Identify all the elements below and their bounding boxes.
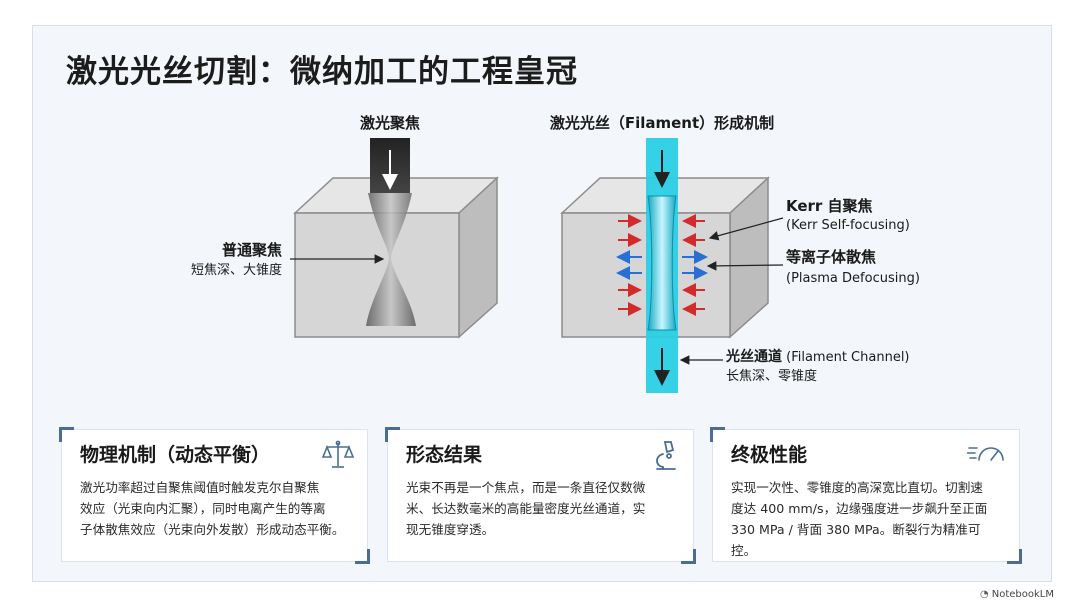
focus-hourglass: [366, 193, 416, 326]
kerr-title: Kerr 自聚焦: [786, 197, 873, 215]
kerr-leader: [708, 217, 784, 241]
card-morphology: 形态结果 光束不再是一个焦点，而是一条直径仅数微 米、长达数毫米的高能量密度光丝…: [385, 427, 696, 564]
card-mechanism: 物理机制（动态平衡） 激光功率超过自聚焦阈值时触发克尔自聚焦 效应（光束向内汇聚…: [59, 427, 370, 564]
card-line: 子体散焦效应（光束向外发散）形成动态平衡。: [80, 522, 345, 537]
channel-subtitle: 长焦深、零锥度: [726, 368, 817, 384]
card-line: 现无锥度穿透。: [406, 522, 495, 537]
channel-title-cn: 光丝通道: [725, 348, 782, 365]
card-title: 物理机制（动态平衡）: [80, 444, 271, 466]
card-line: 效应（光束向内汇聚），同时电离产生的等离: [80, 501, 326, 516]
corner-bracket: [355, 549, 370, 564]
microscope-icon: [656, 441, 676, 470]
channel-title-en: (Filament Channel): [782, 350, 910, 365]
corner-bracket: [59, 427, 74, 442]
card-line: 330 MPa / 背面 380 MPa。断裂行为精准可控。: [731, 522, 981, 558]
channel-title: 光丝通道 (Filament Channel): [725, 348, 910, 365]
balance-scale-icon: [321, 440, 355, 468]
card-performance: 终极性能 实现一次性、零锥度的高深宽比直切。切割速 度达 400 mm/s，边缘…: [710, 427, 1022, 564]
card-line: 激光功率超过自聚焦阈值时触发克尔自聚焦: [80, 480, 320, 495]
card-body: 实现一次性、零锥度的高深宽比直切。切割速 度达 400 mm/s，边缘强度进一步…: [731, 477, 1003, 561]
plasma-leader: [706, 261, 784, 271]
normal-focus-title: 普通聚焦: [222, 241, 282, 259]
kerr-arrows: [618, 214, 705, 316]
card-line: 度达 400 mm/s，边缘强度进一步飙升至正面: [731, 501, 988, 516]
plasma-title: 等离子体散焦: [786, 248, 876, 266]
notebooklm-logo-icon: ◔: [980, 589, 989, 600]
right-heading: 激光光丝（Filament）形成机制: [550, 114, 774, 132]
normal-focus-subtitle: 短焦深、大锥度: [191, 262, 282, 278]
card-line: 实现一次性、零锥度的高深宽比直切。切割速: [731, 480, 983, 495]
corner-bracket: [681, 549, 696, 564]
corner-bracket: [710, 427, 725, 442]
watermark: ◔NotebookLM: [980, 589, 1054, 600]
plasma-subtitle: (Plasma Defocusing): [786, 271, 920, 286]
page-title: 激光光丝切割：微纳加工的工程皇冠: [66, 54, 578, 90]
filament-core: [647, 195, 677, 331]
card-body: 激光功率超过自聚焦阈值时触发克尔自聚焦 效应（光束向内汇聚），同时电离产生的等离…: [80, 477, 351, 540]
left-glass-block: [293, 176, 499, 339]
card-body: 光束不再是一个焦点，而是一条直径仅数微 米、长达数毫米的高能量密度光丝通道，实 …: [406, 477, 677, 540]
kerr-subtitle: (Kerr Self-focusing): [786, 218, 910, 233]
card-title: 形态结果: [406, 444, 483, 466]
card-title: 终极性能: [731, 444, 808, 466]
left-heading: 激光聚焦: [360, 114, 420, 132]
plasma-arrows: [616, 250, 708, 280]
card-line: 米、长达数毫米的高能量密度光丝通道，实: [406, 501, 646, 516]
watermark-text: NotebookLM: [991, 589, 1054, 600]
speedometer-icon: [967, 447, 1004, 461]
corner-bracket: [1007, 549, 1022, 564]
card-line: 光束不再是一个焦点，而是一条直径仅数微: [406, 480, 646, 495]
corner-bracket: [385, 427, 400, 442]
